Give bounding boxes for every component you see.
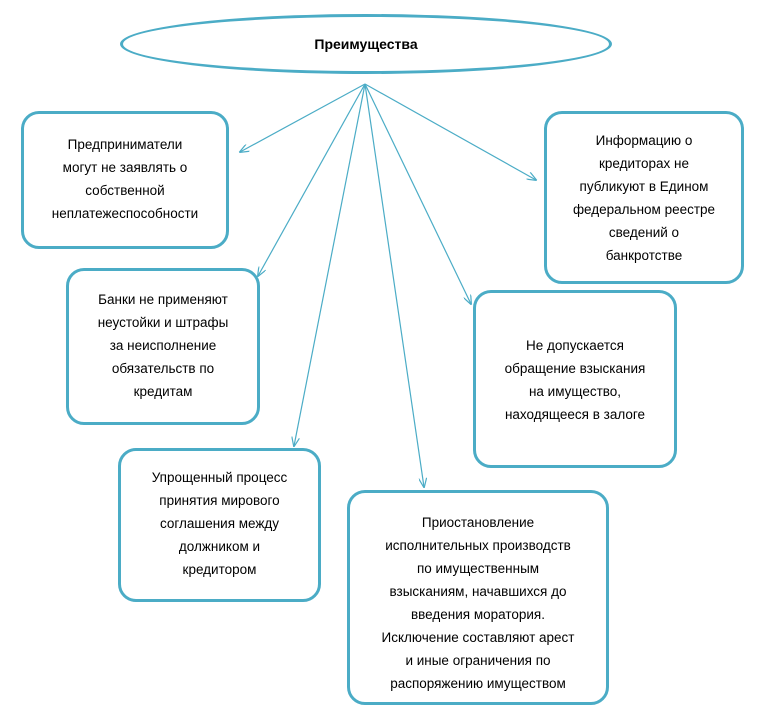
arrow-to-box-3 [258, 83, 366, 276]
box-text-line: исполнительных производств [385, 538, 571, 553]
box-text-line: соглашения между [159, 516, 280, 531]
box-text-line: обращение взыскания [504, 361, 646, 376]
box-text-line: Не допускается [526, 338, 624, 353]
advantage-box-no-insolvency-filing: Предприниматели могут не заявлять о собств… [21, 111, 229, 249]
box-text-line: собственной [85, 183, 165, 198]
box-text-line: Упрощенный процесс [151, 470, 288, 485]
arrow-to-box-4 [364, 83, 471, 304]
box-text-line: неустойки и штрафы [97, 315, 229, 330]
box-text-line: сведений о [608, 225, 680, 240]
advantage-box-no-collateral-foreclosure: Не допускается обращение взыскания на имущ… [473, 290, 677, 468]
box-text-line: банкротстве [605, 248, 683, 263]
box-text-line: Исключение составляют арест [381, 630, 575, 645]
box-text-line: федеральном реестре [572, 202, 716, 217]
box-text-line: неплатежеспособности [51, 206, 199, 221]
root-node-ellipse: Преимущества [120, 14, 612, 74]
box-text-line: Информацию о [595, 133, 693, 148]
box-text-line: принятия мирового [159, 493, 280, 508]
box-text-line: могут не заявлять о [62, 160, 188, 175]
box-text-line: введения моратория. [410, 607, 545, 622]
box-text-line: Предприниматели [67, 137, 183, 152]
box-text-line: по имущественным [416, 561, 540, 576]
advantage-box-suspended-enforcement: Приостановление исполнительных производст… [347, 490, 609, 705]
arrow-to-box-5 [294, 83, 366, 446]
root-node-label: Преимущества [314, 36, 418, 52]
box-text-line: и иные ограничения по [405, 653, 551, 668]
box-text-line: обязательств по [111, 361, 215, 376]
box-text-line: за неисполнение [109, 338, 217, 353]
advantage-box-no-creditor-publication: Информацию о кредиторах не публикуют в Еди… [544, 111, 744, 284]
box-text-line: кредитам [133, 384, 193, 399]
box-text-line: распоряжению имуществом [390, 676, 566, 691]
advantage-box-no-bank-penalties: Банки не применяют неустойки и штрафы за н… [66, 268, 260, 425]
box-text-line: кредитором [182, 562, 257, 577]
box-text-line: находящееся в залоге [504, 407, 646, 422]
box-text-line: на имущество, [528, 384, 622, 399]
box-text-line: кредиторах не [598, 156, 690, 171]
arrow-to-box-2 [364, 83, 536, 180]
box-text-line: публикуют в Едином [579, 179, 709, 194]
arrow-to-box-1 [240, 83, 366, 152]
box-text-line: должником и [178, 539, 261, 554]
arrow-to-box-6 [364, 83, 424, 487]
box-text-line: Приостановление [421, 515, 535, 530]
box-text-line: взысканиям, начавшихся до [389, 584, 567, 599]
advantage-box-simplified-settlement: Упрощенный процесс принятия мирового согла… [118, 448, 321, 602]
box-text-line: Банки не применяют [98, 292, 228, 307]
